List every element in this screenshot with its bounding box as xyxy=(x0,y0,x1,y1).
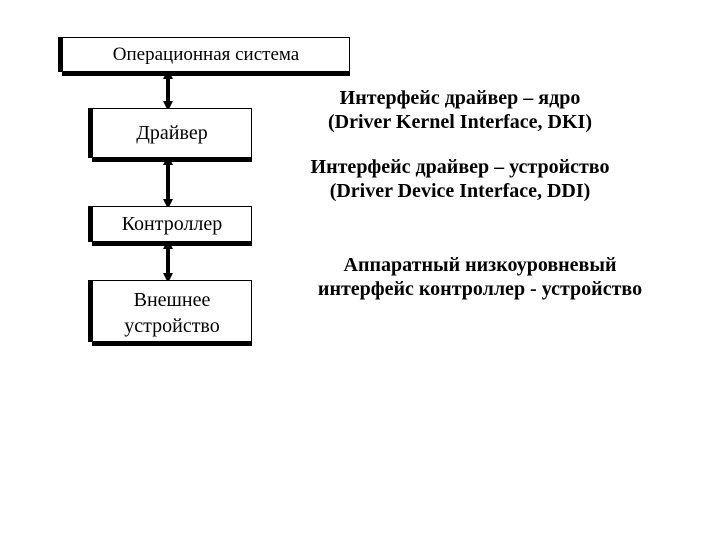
dki-line2: (Driver Kernel Interface, DKI) xyxy=(328,111,592,133)
ddi-line2: (Driver Device Interface, DDI) xyxy=(329,180,591,202)
hardware-interface-label: Аппаратный низкоуровневый интерфейс конт… xyxy=(270,253,690,301)
external-device-box: Внешнее устройство xyxy=(92,280,252,342)
dki-line1: Интерфейс драйвер – ядро xyxy=(339,87,581,109)
os-label: Операционная система xyxy=(112,43,300,65)
device-label-line2: устройство xyxy=(124,315,220,337)
driver-label: Драйвер xyxy=(136,122,208,144)
driver-box: Драйвер xyxy=(92,108,252,158)
controller-box: Контроллер xyxy=(92,206,252,242)
hw-line1: Аппаратный низкоуровневый xyxy=(343,254,617,276)
controller-label: Контроллер xyxy=(121,213,223,235)
ddi-interface-label: Интерфейс драйвер – устройство (Driver D… xyxy=(270,155,650,203)
ddi-line1: Интерфейс драйвер – устройство xyxy=(310,156,610,178)
dki-interface-label: Интерфейс драйвер – ядро (Driver Kernel … xyxy=(280,86,640,134)
device-label-line1: Внешнее xyxy=(133,289,211,311)
hw-line2: интерфейс контроллер - устройство xyxy=(317,278,643,300)
os-box: Операционная система xyxy=(62,37,350,72)
